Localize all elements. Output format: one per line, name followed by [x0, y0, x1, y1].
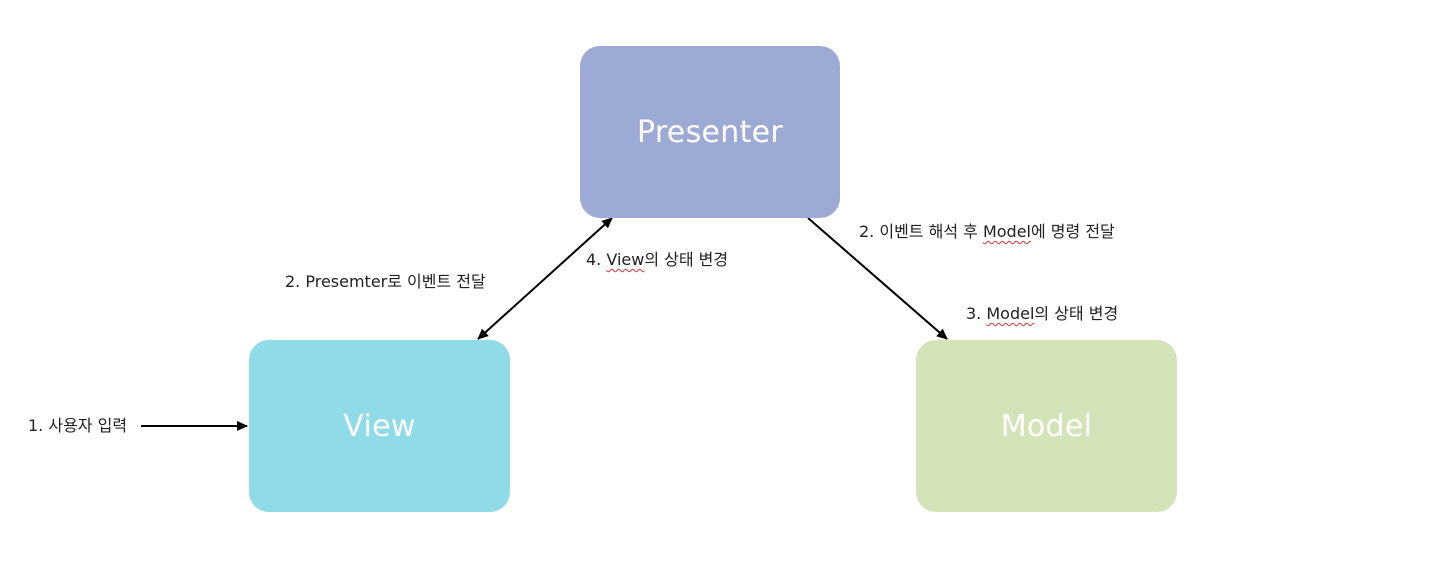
view-presenter-arrow — [477, 217, 613, 340]
to-model-suffix: 에 명령 전달 — [1030, 222, 1115, 241]
model-state-label: 3. Model의 상태 변경 — [966, 304, 1118, 324]
to-model-prefix: 2. 이벤트 해석 후 — [859, 222, 983, 241]
user-input-label: 1. 사용자 입력 — [28, 416, 128, 435]
model-label: Model — [1000, 408, 1093, 444]
view-box: View — [249, 340, 510, 512]
model-state-word: Model — [986, 304, 1035, 323]
presenter-label: Presenter — [636, 114, 784, 150]
to-model-label: 2. 이벤트 해석 후 Model에 명령 전달 — [859, 222, 1115, 242]
model-box: Model — [916, 340, 1177, 512]
view-state-prefix: 4. — [586, 250, 607, 269]
view-state-word: View — [606, 250, 645, 269]
view-state-label: 4. View의 상태 변경 — [586, 250, 728, 270]
to-model-word: Model — [982, 222, 1031, 241]
presenter-box: Presenter — [580, 46, 840, 218]
presenter-model-arrow — [807, 217, 948, 340]
model-state-suffix: 의 상태 변경 — [1034, 304, 1119, 323]
model-state-prefix: 3. — [966, 304, 987, 323]
to-presenter-label: 2. Presemter로 이벤트 전달 — [285, 272, 486, 291]
view-state-suffix: 의 상태 변경 — [644, 250, 729, 269]
view-label: View — [343, 408, 416, 444]
